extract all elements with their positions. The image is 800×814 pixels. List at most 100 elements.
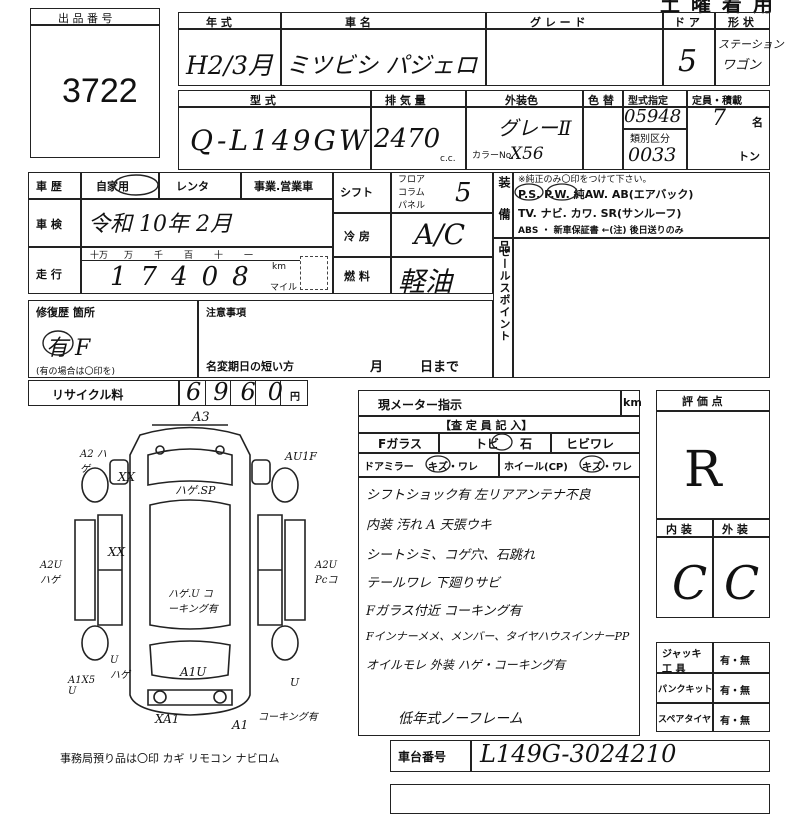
lot-box — [30, 8, 160, 158]
equipment-line2[interactable]: TV. ナビ. カワ. SR(サンルーフ) — [518, 207, 682, 220]
wheel-label: ホイール(CP) — [504, 462, 568, 473]
exterior-value: C — [724, 556, 760, 610]
mileage-value: 17408 — [110, 262, 263, 292]
tools-row-jack-value[interactable]: 有・無 — [720, 656, 750, 667]
meter-box — [358, 390, 640, 416]
lot-number: 3722 — [62, 72, 138, 110]
shift-option-floor[interactable]: フロア — [398, 175, 426, 185]
shape-label: 形 状 — [728, 16, 754, 29]
recycle-value: 6960 — [186, 378, 296, 406]
grade-label: グ レ ー ド — [530, 16, 586, 29]
circle-mark-icon — [491, 433, 513, 451]
damage-mark: ハゲ.U コーキング有 — [168, 589, 218, 615]
fglass-label: Fガラス — [378, 437, 422, 451]
mileage-unit-mile: マイル — [270, 283, 298, 293]
mirror-label: ドアミラー — [364, 462, 414, 473]
evaluation-value: R — [684, 440, 722, 498]
model-box — [178, 90, 770, 170]
damage-mark: A1 — [232, 718, 249, 732]
fglass-option-crack[interactable]: ヒビワレ — [566, 437, 615, 451]
repair-label: 修復歴 箇所 — [36, 306, 95, 319]
sales-point-box — [493, 238, 770, 378]
damage-mark: AU1F — [285, 450, 317, 463]
inspector-box — [358, 416, 640, 736]
history-box — [28, 172, 333, 294]
chassis-label: 車台番号 — [398, 750, 447, 764]
fglass-option-chip-suffix: 石 — [520, 437, 533, 451]
interior-value: C — [672, 556, 708, 610]
mileage-unit-100: 百 — [184, 251, 194, 261]
inspector-comment: 内装 汚れ A 天張ウキ — [366, 518, 492, 533]
chassis-box — [390, 740, 770, 772]
displacement-value: 2470 — [374, 124, 441, 154]
tools-row-spare-label: スペアタイヤ — [658, 715, 712, 725]
damage-mark: A2 ハゲ — [80, 449, 107, 475]
mileage-unit-100k: 十万 — [90, 251, 109, 261]
equipment-box — [493, 172, 770, 238]
name-label: 車 名 — [345, 16, 371, 29]
damage-mark: コーキング有 — [258, 712, 318, 723]
circle-mark-icon — [579, 455, 605, 473]
damage-mark: XX — [108, 545, 126, 559]
equipment-label: 装 備 品 — [497, 176, 511, 261]
name-value: ミツビシ パジェロ — [286, 53, 478, 79]
displacement-label: 排 気 量 — [385, 94, 426, 107]
notes-label: 注意事項 — [206, 308, 246, 319]
mileage-unit-10: 十 — [214, 251, 224, 261]
recycle-unit: 円 — [290, 392, 300, 403]
exterior-color-value: グレーⅡ — [498, 116, 572, 140]
mileage-unit-10k: 万 — [124, 251, 134, 261]
inspector-comment: オイルモレ 外装 ハゲ・コーキング有 — [366, 658, 566, 672]
history-option-private[interactable]: 自家用 — [96, 180, 129, 193]
mileage-unit-1: 一 — [244, 251, 254, 261]
inspector-comment: 低年式ノーフレーム — [398, 711, 523, 727]
capacity-label: 定員・積載 — [692, 96, 742, 107]
capacity-unit: 名 — [752, 116, 763, 129]
history-option-business[interactable]: 事業.営業車 — [254, 180, 314, 193]
damage-mark: U — [290, 676, 300, 689]
shift-value: 5 — [455, 178, 472, 208]
recycle-label: リサイクル料 — [52, 388, 124, 402]
history-option-rental[interactable]: レンタ — [176, 180, 209, 193]
repair-box — [28, 300, 198, 378]
damage-mark: A2U Pcコ — [315, 560, 338, 586]
chassis-value: L149G-3024210 — [480, 740, 677, 768]
evaluation-label: 評 価 点 — [682, 395, 723, 408]
shift-option-panel[interactable]: パネル — [398, 201, 426, 211]
inspection-value: 令和 10年 2月 — [88, 212, 232, 237]
mileage-label: 走 行 — [36, 268, 62, 281]
exterior-label: 外 装 — [722, 523, 748, 536]
shift-box — [333, 172, 493, 294]
circle-mark-icon — [425, 455, 451, 473]
tools-row-jack-label: ジャッキ 工 具 — [662, 649, 702, 675]
class-label: 類別区分 — [630, 134, 670, 145]
load-unit: トン — [738, 150, 760, 163]
mirror-value[interactable]: キズ・ワレ — [428, 462, 478, 473]
damage-mark: A1X5 U — [68, 675, 96, 697]
equipment-line1[interactable]: P.S. P.W. 純AW. AB(エアバック) — [518, 188, 694, 201]
tools-row-kit-value[interactable]: 有・無 — [720, 686, 750, 697]
fglass-option-chip[interactable]: トビ — [475, 437, 500, 451]
circle-mark-icon — [42, 330, 74, 356]
shift-label: シフト — [340, 186, 373, 199]
model-value: Q-L149GW — [190, 124, 371, 157]
mileage-unit-km: km — [272, 262, 286, 272]
wheel-value[interactable]: キズ・ワレ — [582, 462, 632, 473]
tools-row-spare-value[interactable]: 有・無 — [720, 716, 750, 727]
ac-label: 冷 房 — [344, 230, 370, 243]
shift-option-column[interactable]: コラム — [398, 188, 425, 198]
color-code-value: X56 — [510, 144, 544, 164]
recycle-box — [28, 380, 308, 406]
type-designation-value: 05948 — [624, 106, 682, 127]
shape-value-2: ワゴン — [722, 58, 762, 73]
equipment-line3[interactable]: ABS ・ 新車保証書 ←(注) 後日送りのみ — [518, 226, 684, 236]
exterior-color-label: 外装色 — [505, 94, 538, 107]
inspector-comment: Fガラス付近 コーキング有 — [366, 604, 522, 619]
doors-value: 5 — [678, 44, 698, 79]
vehicle-top-box — [178, 12, 770, 86]
year-label: 年 式 — [206, 16, 232, 29]
year-value: H2/3月 — [186, 51, 274, 80]
model-label: 型 式 — [250, 94, 276, 107]
color-code-label: カラーNo. — [472, 151, 514, 161]
footer-note: 事務局預り品は〇印 カギ リモコン ナビロム — [60, 752, 280, 765]
